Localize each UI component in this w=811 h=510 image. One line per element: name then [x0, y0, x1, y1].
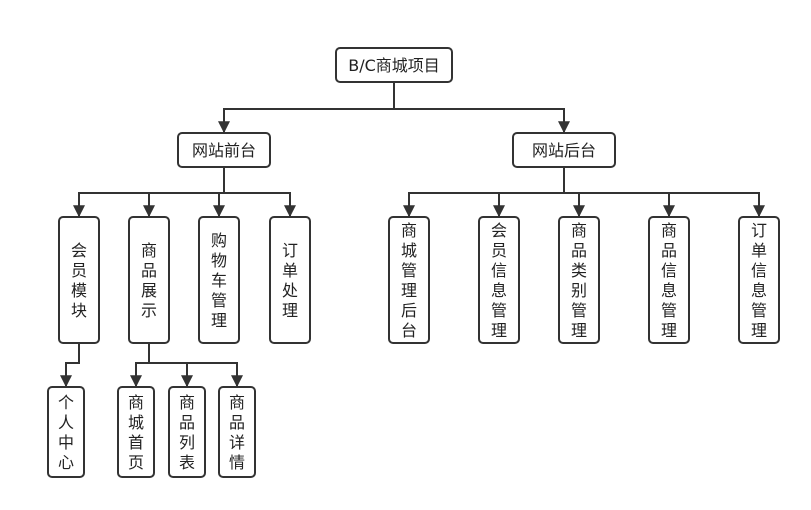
edge-product-display-to-product-list	[148, 343, 193, 388]
node-member-info-mgmt: 会员信息管理	[478, 216, 520, 344]
node-label: 商品类别管理	[571, 221, 587, 340]
edge-front-to-order-processing	[223, 167, 296, 218]
node-label: 商城首页	[128, 393, 144, 472]
edge-front-to-product-display	[143, 167, 225, 218]
edge-member-module-to-personal-center	[60, 343, 80, 388]
node-label: 会员信息管理	[491, 221, 507, 340]
edge-product-display-to-product-detail	[148, 343, 243, 388]
edge-back-to-mall-admin	[403, 167, 565, 218]
node-order-info-mgmt: 订单信息管理	[738, 216, 780, 344]
edge-back-to-category-mgmt	[563, 167, 585, 218]
node-box	[198, 216, 240, 344]
node-root: B/C商城项目	[335, 47, 453, 83]
node-box	[117, 386, 155, 478]
node-label: 商品展示	[141, 241, 157, 320]
node-box	[128, 216, 170, 344]
node-product-list: 商品列表	[168, 386, 206, 478]
node-personal-center: 个人中心	[47, 386, 85, 478]
node-label: 商品列表	[179, 393, 195, 472]
node-front: 网站前台	[177, 132, 271, 168]
node-label: 会员模块	[71, 241, 87, 320]
node-label: 购物车管理	[211, 231, 227, 330]
node-label: 订单信息管理	[751, 221, 767, 340]
node-label: 商品信息管理	[661, 221, 677, 340]
node-category-mgmt: 商品类别管理	[558, 216, 600, 344]
edge-back-to-member-info-mgmt	[493, 167, 565, 218]
node-label: 订单处理	[282, 241, 298, 320]
node-box	[512, 132, 616, 168]
node-box	[177, 132, 271, 168]
node-product-info-mgmt: 商品信息管理	[648, 216, 690, 344]
node-label: 个人中心	[58, 393, 74, 472]
node-mall-admin: 商城管理后台	[388, 216, 430, 344]
node-member-module: 会员模块	[58, 216, 100, 344]
node-box	[738, 216, 780, 344]
edge-front-to-member-module	[73, 167, 225, 218]
node-box	[558, 216, 600, 344]
node-order-processing: 订单处理	[269, 216, 311, 344]
node-box	[218, 386, 256, 478]
node-cart-management: 购物车管理	[198, 216, 240, 344]
node-box	[47, 386, 85, 478]
node-box	[335, 47, 453, 83]
node-box	[168, 386, 206, 478]
node-box	[388, 216, 430, 344]
node-label: 商品详情	[229, 393, 245, 472]
edge-back-to-order-info-mgmt	[563, 167, 765, 218]
node-box	[648, 216, 690, 344]
node-label: 网站后台	[532, 141, 596, 160]
node-label: 商城管理后台	[401, 221, 417, 340]
node-label: B/C商城项目	[348, 56, 440, 75]
edge-root-to-back	[393, 82, 570, 134]
node-mall-home: 商城首页	[117, 386, 155, 478]
node-product-detail: 商品详情	[218, 386, 256, 478]
node-product-display: 商品展示	[128, 216, 170, 344]
edge-product-display-to-mall-home	[130, 343, 150, 388]
node-box	[58, 216, 100, 344]
node-box	[269, 216, 311, 344]
node-back: 网站后台	[512, 132, 616, 168]
node-label: 网站前台	[192, 141, 256, 160]
edges-layer	[60, 82, 765, 388]
node-box	[478, 216, 520, 344]
edge-root-to-front	[218, 82, 395, 134]
